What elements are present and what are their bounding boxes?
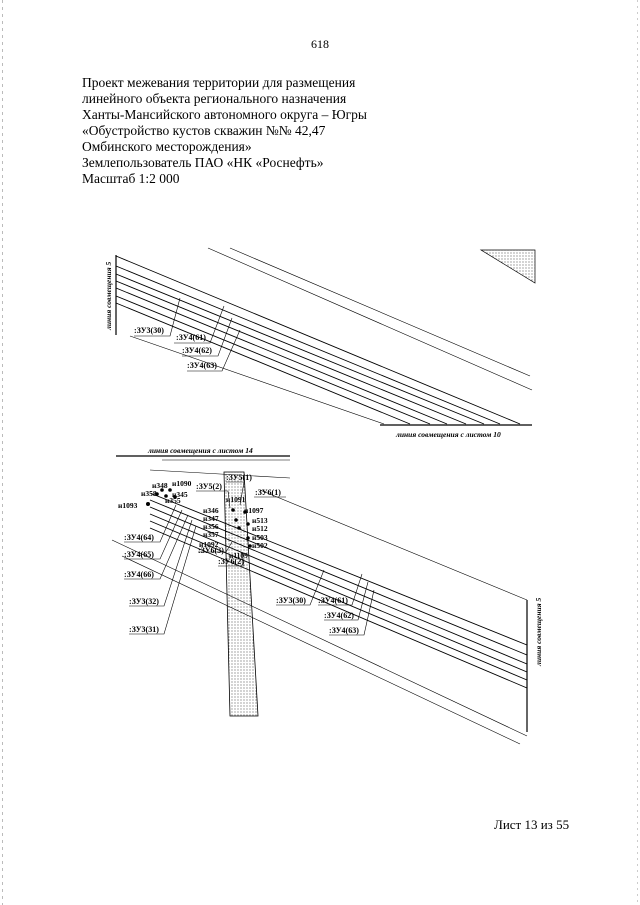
point-label: н1109 [229,551,248,560]
point-label: н356 [203,522,219,531]
parcel-label: :ЗУ4(65) [124,550,154,559]
point-label: н1090 [172,479,192,488]
parcel-label: :ЗУ4(66) [124,570,154,579]
header-line: Землепользователь ПАО «НК «Роснефть» [82,155,324,170]
header-line: Ханты-Мансийского автономного округа – Ю… [82,107,367,122]
header-line: линейного объекта регионального назначен… [82,91,347,106]
point-label: н345 [172,490,188,499]
page-edge-left [2,0,3,905]
parcel-label: :ЗУ6(3) [198,546,224,555]
leaders-top [134,297,241,372]
point-label: н348 [152,481,168,490]
document-header: Проект межевания территории для размещен… [82,75,442,187]
parcel-label: :ЗУ6(1) [255,488,281,497]
page-number: 618 [311,37,329,51]
point-label: н1097 [244,506,264,515]
point-label: н346 [203,506,219,515]
point-label: н1092 [199,540,219,549]
boundary-lines-bottom [111,459,528,745]
point-label: н503 [252,533,268,542]
point-label: н1093 [118,501,138,510]
page-edge-right [637,0,638,905]
parcel-label: :ЗУ4(64) [124,533,154,542]
sheet-number: Лист 13 из 55 [494,817,570,832]
parcel-label: :ЗУ6(2) [218,557,244,566]
line-corridor-top [115,255,521,425]
parcel-label: :ЗУ3(30) [134,326,164,335]
parcel-label: :ЗУ4(61) [176,333,206,342]
header-line: Проект межевания территории для размещен… [82,75,356,90]
hatched-area-top [479,249,536,284]
parcel-label: :ЗУ5(1) [226,473,252,482]
hatched-strip [223,471,259,717]
header-line: Омбинского месторождения» [82,139,252,154]
map-bottom: линия совмещения с листом 14 линия совме… [111,446,543,745]
match-line-right-label: линия совмещения 5 [534,598,543,667]
boundary-lines-top [129,247,533,425]
point-label: н513 [252,516,268,525]
point-label: н1091 [226,495,246,504]
point-label: н347 [203,514,219,523]
parcel-label: :ЗУ3(30) [276,596,306,605]
parcel-label: :ЗУ4(62) [182,346,212,355]
leaders-bottom [124,481,375,636]
point-label: н357 [203,530,219,539]
point-label: н355 [165,496,181,505]
point-label: н502 [252,541,268,550]
point-label: н358 [141,489,157,498]
parcel-label: :ЗУ3(31) [129,625,159,634]
point-label: н512 [252,524,268,533]
parcel-label: :ЗУ3(32) [129,597,159,606]
match-line-top-label: линия совмещения с листом 14 [147,446,253,455]
match-line-left-label: линия совмещения 5 [104,262,113,331]
parcel-label: :ЗУ4(63) [187,361,217,370]
parcel-label: :ЗУ5(2) [196,482,222,491]
parcel-label: :ЗУ4(61) [318,596,348,605]
parcel-label: :ЗУ4(62) [324,611,354,620]
map-top: линия совмещения 5 линия совмещения с ли… [104,247,536,439]
match-line-bottom-label: линия совмещения с листом 10 [395,430,501,439]
survey-points [146,488,252,548]
parcel-label: :ЗУ4(63) [329,626,359,635]
line-corridor-bottom [149,492,528,689]
header-line: «Обустройство кустов скважин №№ 42,47 [82,123,326,138]
scale-text: Масштаб 1:2 000 [82,171,180,186]
